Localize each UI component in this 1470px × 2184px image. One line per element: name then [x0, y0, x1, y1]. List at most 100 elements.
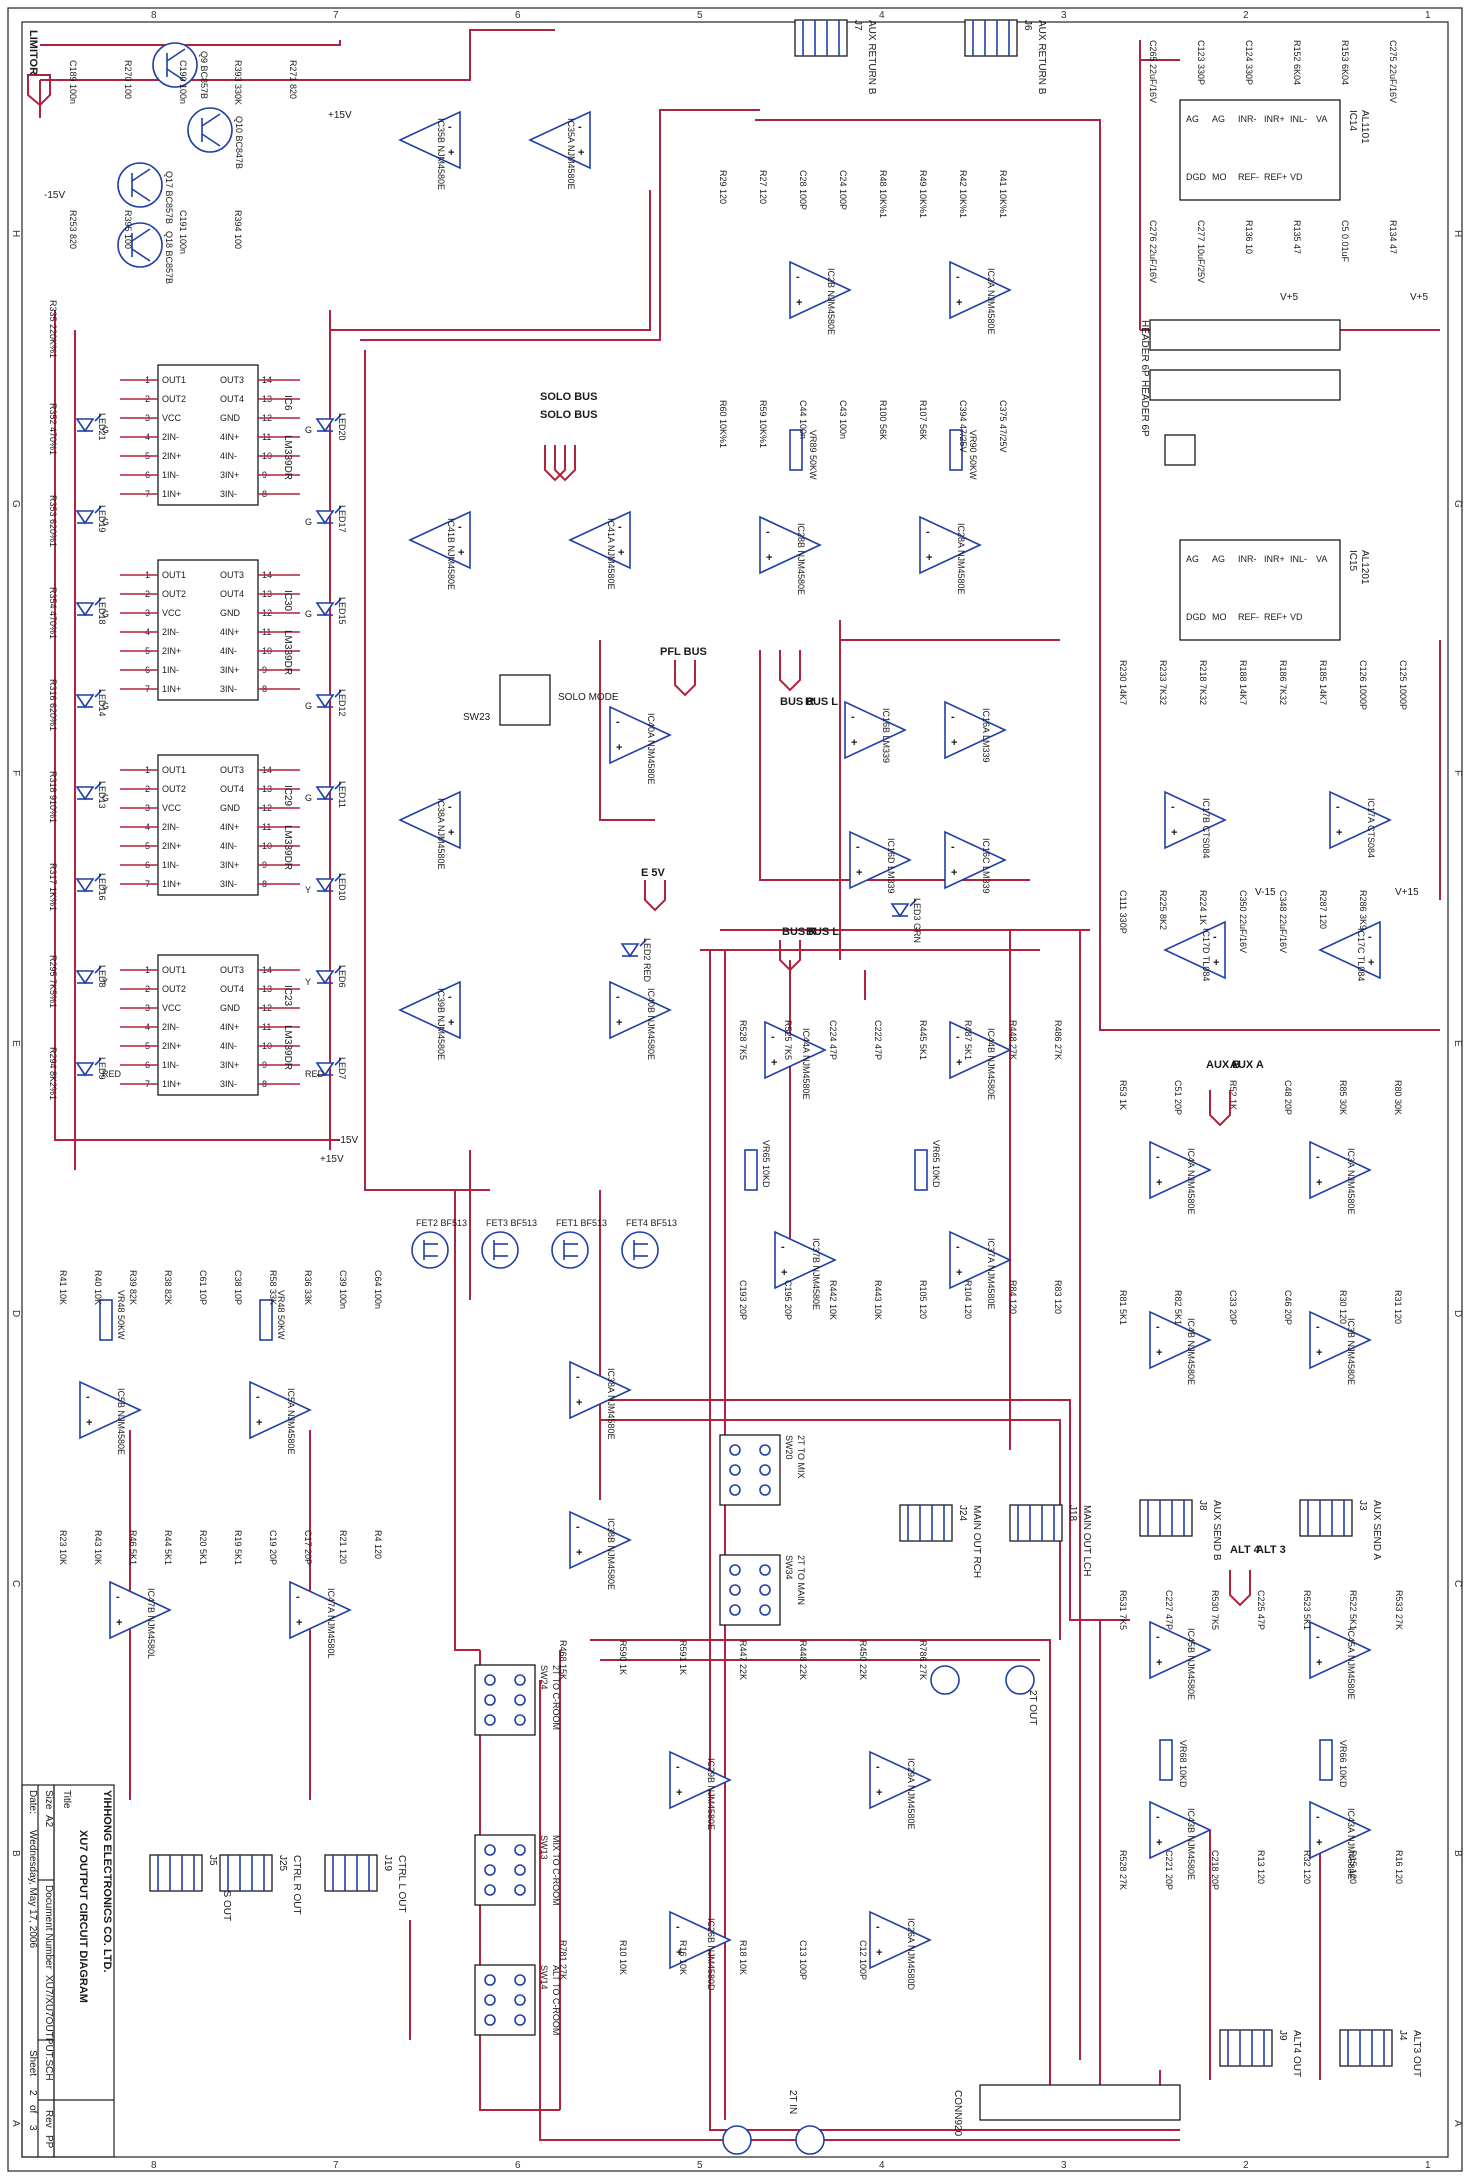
limiter-opamp-ic35b: -+IC35B NJM4580E — [398, 110, 461, 190]
jack-ctrl-r-ref: J25 — [277, 1855, 288, 1872]
main-mix-part-11: R443 10K — [873, 1280, 883, 1320]
phones-part-2: R39 82K — [128, 1270, 138, 1305]
conn920: CONN920 2T IN 2T OUT — [722, 1665, 1181, 2155]
led-color-right-3: G — [305, 701, 312, 711]
solo-opamp-4: -+IC40A NJM4580E — [609, 705, 672, 785]
meter-ic-part: LM339DR — [282, 825, 293, 870]
zone-letter-C: C — [10, 1580, 21, 1587]
jack-aux-send-b-ref: J8 — [1197, 1500, 1208, 1511]
jack-aux-send-a-label: AUX SEND A — [1371, 1500, 1382, 1560]
output-opamp-2-inv: - — [1213, 931, 1217, 943]
aux-send-part-10: R30 120 — [1338, 1290, 1348, 1324]
led-left-4-label: LED13 — [97, 781, 107, 809]
main-mix-opamp-5-inv: - — [576, 1521, 580, 1533]
aux-send-part-5: R80 30K — [1393, 1080, 1403, 1115]
led-color-right-1: G — [305, 517, 312, 527]
limiter-part-3: R393 330K — [233, 60, 243, 105]
ad-ic-ref: IC14 — [1347, 110, 1358, 132]
ad-part-10: C5 0.01uF — [1340, 220, 1350, 263]
aux-return-part-7: R41 10K%1 — [998, 170, 1008, 218]
encoder-sw[interactable] — [1164, 434, 1196, 466]
alt-out-vr-1 — [1319, 1739, 1333, 1781]
aux-return-part-1: R27 120 — [758, 170, 768, 204]
rca-in-left — [722, 2125, 752, 2155]
meter-pin-left: 2IN+ — [162, 1041, 181, 1051]
zone-number-bottom-1: 1 — [1425, 2160, 1431, 2171]
alt-out-part-10: R13 120 — [1256, 1850, 1266, 1884]
limiter-opamp-ic35b-noninv: + — [448, 147, 454, 159]
solo-opamp-0: -+IC41B NJM4580E — [408, 510, 471, 590]
led-right-6: LED6 — [315, 965, 347, 988]
led-green-diode — [890, 903, 910, 918]
meter-pin-right: 3IN- — [220, 489, 237, 499]
ctrl-room-opamp-1-inv: - — [876, 1761, 880, 1773]
phones-part-17: C17 20P — [303, 1530, 313, 1565]
led-red: LED2 RED — [620, 938, 652, 983]
ad-ic-pin: INL- — [1290, 554, 1307, 564]
limiter-opamp-ic35b-label: IC35B NJM4580E — [436, 118, 446, 190]
main-mix-part-2: C224 47P — [828, 1020, 838, 1060]
led-left-3: LED14 — [75, 689, 107, 717]
main-mix-vr-label-0: VR65 10KD — [761, 1140, 771, 1188]
ad-part-9: R135 47 — [1292, 220, 1302, 254]
jack-alt3-label: ALT3 OUT — [1411, 2030, 1422, 2077]
switch-alt-to-croom-ref: SW14 — [539, 1965, 549, 1990]
output-opamp-7-label: IC16C LM339 — [981, 838, 991, 894]
led-right-1-diode — [315, 510, 335, 525]
meter-pin-right: OUT3 — [220, 570, 244, 580]
zone-letter-right-C: C — [1452, 1580, 1463, 1587]
transistor-label: Q18 BC857B — [164, 231, 174, 284]
meter-pin-right: 3IN+ — [220, 1060, 239, 1070]
alt-out-part-12: R15 120 — [1348, 1850, 1358, 1884]
ctrl-room-opamp-1-noninv: + — [876, 1787, 882, 1799]
meter-pin-left: 1IN- — [162, 470, 179, 480]
aux-send-opamp-1-label: IC3A NJM4580E — [1346, 1148, 1356, 1215]
rca-in-label: 2T IN — [787, 2090, 798, 2114]
meter-pin-right: 4IN+ — [220, 1022, 239, 1032]
solo-opamp-3-inv: - — [448, 991, 452, 1003]
meter-res-5: R317 1K%1 — [48, 863, 58, 911]
ctrl-room-part-4: R448 22K — [798, 1640, 808, 1680]
solo-opamp-3-label: IC39B NJM4580E — [436, 988, 446, 1060]
output-part-12: C348 22uF/16V — [1278, 890, 1288, 953]
solo-opamp-5-label: IC40B NJM4580E — [646, 988, 656, 1060]
meter-pin-left: VCC — [162, 608, 182, 618]
limiter-transistor-0: Q9 BC857B — [152, 42, 209, 99]
led-left-7-diode — [75, 1062, 95, 1077]
zone-number-3: 3 — [1061, 10, 1067, 21]
phones-opamp-1: -+IC5A NJM4580E — [249, 1380, 312, 1455]
fet-label: FET2 BF513 — [416, 1218, 467, 1228]
rca-out-label: 2T OUT — [1027, 1690, 1038, 1725]
ctrl-room-part-3: R447 22K — [738, 1640, 748, 1680]
jack-alt3-ref: J4 — [1397, 2030, 1408, 2041]
meter-pin-right: 4IN- — [220, 841, 237, 851]
alt-out-opamp-2: -+IC43B NJM4580E — [1149, 1800, 1212, 1880]
meter-pin-left: OUT1 — [162, 965, 186, 975]
rca-out-right — [1005, 1665, 1035, 1695]
meter-pin-right: OUT4 — [220, 394, 244, 404]
meter-pin-left: OUT2 — [162, 784, 186, 794]
ctrl-room-opamp-2-inv: - — [676, 1921, 680, 1933]
led-right-7-label: LED7 — [337, 1057, 347, 1080]
led-left-1-diode — [75, 510, 95, 525]
solo-mode-switch[interactable] — [499, 674, 551, 726]
aux-return-part-4: R48 10K%1 — [878, 170, 888, 218]
meter-pin-left: 1IN- — [162, 665, 179, 675]
aux-send-part-3: C48 20P — [1283, 1080, 1293, 1115]
aux-send-part-4: R85 30K — [1338, 1080, 1348, 1115]
conn920-label: CONN920 — [952, 2090, 963, 2137]
led-left-6-label: LED8 — [97, 965, 107, 988]
meter-ic-part: LM339DR — [282, 435, 293, 480]
solo-opamp-4-triangle — [609, 705, 672, 765]
meter-pin-right: 3IN+ — [220, 665, 239, 675]
main-mix-part-6: R448 27K — [1008, 1020, 1018, 1060]
output-opamp-1: -+IC17A CTS084 — [1329, 790, 1392, 858]
